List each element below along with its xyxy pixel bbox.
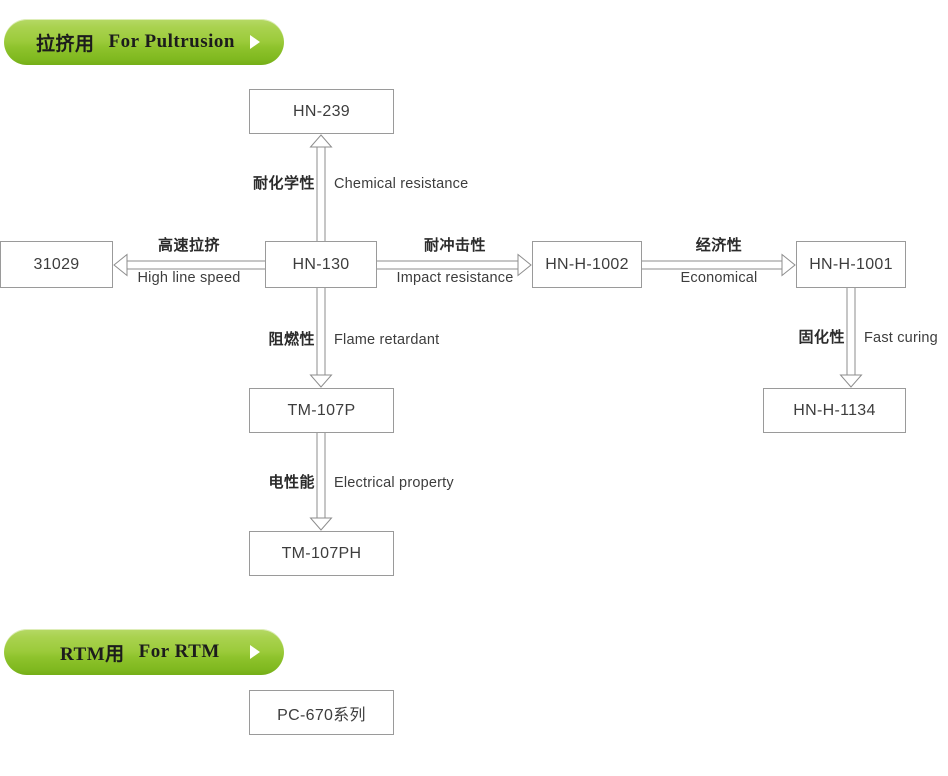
edge-label-en-chemical: Chemical resistance [334, 176, 469, 192]
arrow-high-line-speed [113, 250, 265, 280]
edge-label-cn-curing: 固化性 [798, 329, 845, 346]
section-banner-label-en: For RTM [138, 641, 220, 662]
section-banner-label-cn: RTM用 [60, 643, 125, 665]
node-label: TM-107P [287, 401, 356, 419]
section-banner-pultrusion[interactable]: 拉挤用 For Pultrusion [4, 19, 284, 65]
edge-label-cn-chemical: 耐化学性 [252, 175, 315, 192]
arrow-economical [642, 250, 796, 280]
node-label: 31029 [33, 255, 80, 273]
edge-label-en-flame: Flame retardant [334, 332, 440, 348]
node-hn-130[interactable]: HN-130 [265, 241, 377, 288]
node-label: TM-107PH [281, 544, 362, 562]
arrow-flame-retardant [306, 288, 336, 388]
section-banner-rtm[interactable]: RTM用 For RTM [4, 629, 284, 675]
arrow-electrical-property [306, 433, 336, 531]
edge-label-cn-flame: 阻燃性 [268, 331, 315, 348]
edge-label-en-electrical: Electrical property [334, 475, 454, 491]
node-pc-670[interactable]: PC-670系列 [249, 690, 394, 735]
arrowhead-down [309, 517, 333, 531]
arrow-chemical-resistance [306, 134, 336, 242]
edge-label-cn-impact: 耐冲击性 [423, 237, 486, 254]
arrowhead-right [781, 253, 796, 277]
section-banner-label-cn: 拉挤用 [36, 33, 95, 55]
edge-label-cn-economical: 经济性 [695, 237, 743, 254]
arrowhead-down [309, 374, 333, 388]
edge-label-cn-high-line-speed: 高速拉挤 [157, 237, 220, 254]
node-label: HN-H-1001 [809, 255, 893, 273]
play-triangle-icon [250, 35, 260, 49]
edge-label-en-high-line-speed: High line speed [137, 270, 241, 286]
node-label: PC-670系列 [277, 706, 366, 724]
arrow-fast-curing [836, 288, 866, 388]
node-label: HN-239 [293, 102, 350, 120]
edge-label-en-curing: Fast curing [864, 330, 938, 346]
edge-label-cn-electrical: 电性能 [268, 474, 315, 491]
node-hn-h-1134[interactable]: HN-H-1134 [763, 388, 906, 433]
node-hn-239[interactable]: HN-239 [249, 89, 394, 134]
section-banner-label-en: For Pultrusion [108, 31, 235, 52]
node-tm-107p[interactable]: TM-107P [249, 388, 394, 433]
node-label: HN-130 [292, 255, 350, 273]
node-label: HN-H-1002 [545, 255, 629, 273]
node-31029[interactable]: 31029 [0, 241, 113, 288]
node-hn-h-1001[interactable]: HN-H-1001 [796, 241, 906, 288]
arrowhead-down [839, 374, 863, 388]
node-hn-h-1002[interactable]: HN-H-1002 [532, 241, 642, 288]
edge-label-en-economical: Economical [680, 270, 758, 286]
node-label: HN-H-1134 [793, 401, 876, 419]
arrowhead-right [517, 253, 532, 277]
node-tm-107ph[interactable]: TM-107PH [249, 531, 394, 576]
edge-label-en-impact: Impact resistance [396, 270, 514, 286]
play-triangle-icon [250, 645, 260, 659]
arrowhead-left [113, 253, 128, 277]
arrowhead-up [309, 134, 333, 148]
arrow-impact-resistance [377, 250, 532, 280]
